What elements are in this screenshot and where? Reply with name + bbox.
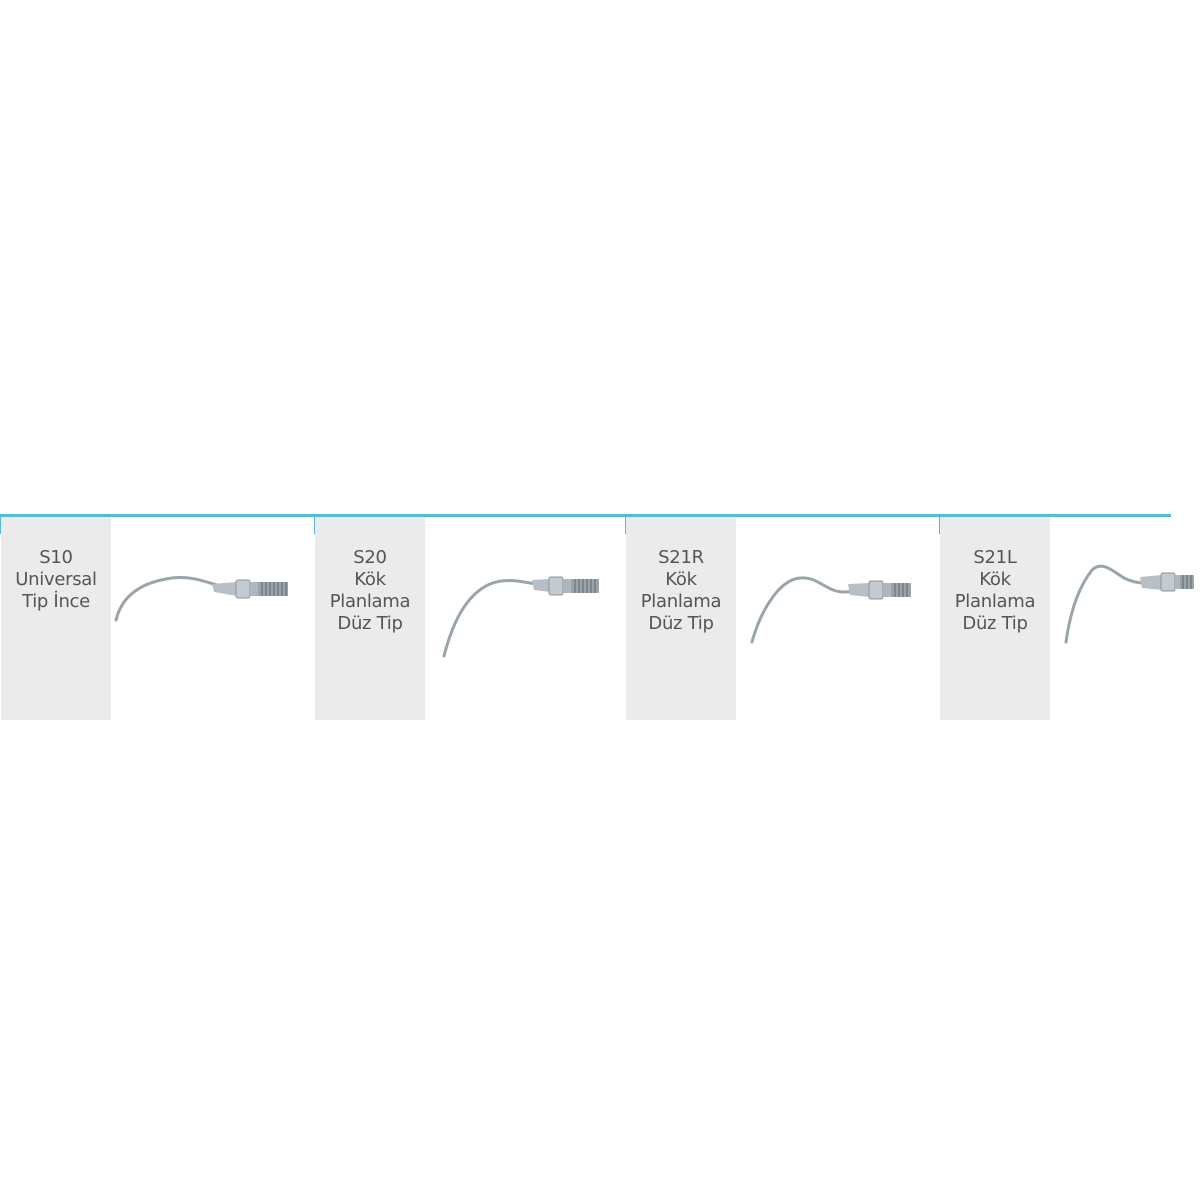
product-code: S21R (658, 547, 704, 568)
product-label-s20: S20 Kök Planlama Düz Tip (315, 517, 425, 720)
product-desc-line: Planlama (329, 591, 411, 612)
top-rule (0, 514, 1171, 517)
product-desc-line: Düz Tip (337, 613, 403, 634)
product-code: S20 (353, 547, 387, 568)
scaler-tip-icon (442, 576, 599, 658)
product-code: S10 (39, 547, 73, 568)
scaler-tip-icon (114, 575, 288, 622)
product-label-s21r: S21R Kök Planlama Düz Tip (626, 517, 736, 720)
product-desc-line: Kök (354, 569, 386, 590)
scaler-tip-icon (1064, 564, 1194, 644)
product-desc-line: Tip İnce (22, 591, 90, 612)
product-desc-line: Planlama (640, 591, 722, 612)
product-label-s21l: S21L Kök Planlama Düz Tip (940, 517, 1050, 720)
product-desc-line: Universal (15, 569, 97, 590)
product-desc-line: Düz Tip (648, 613, 714, 634)
scaler-tip-icon (750, 576, 911, 644)
product-code: S21L (973, 547, 1017, 568)
product-label-s10: S10 Universal Tip İnce (1, 517, 111, 720)
product-desc-line: Kök (979, 569, 1011, 590)
product-desc-line: Düz Tip (962, 613, 1028, 634)
product-desc-line: Kök (665, 569, 697, 590)
product-desc-line: Planlama (954, 591, 1036, 612)
